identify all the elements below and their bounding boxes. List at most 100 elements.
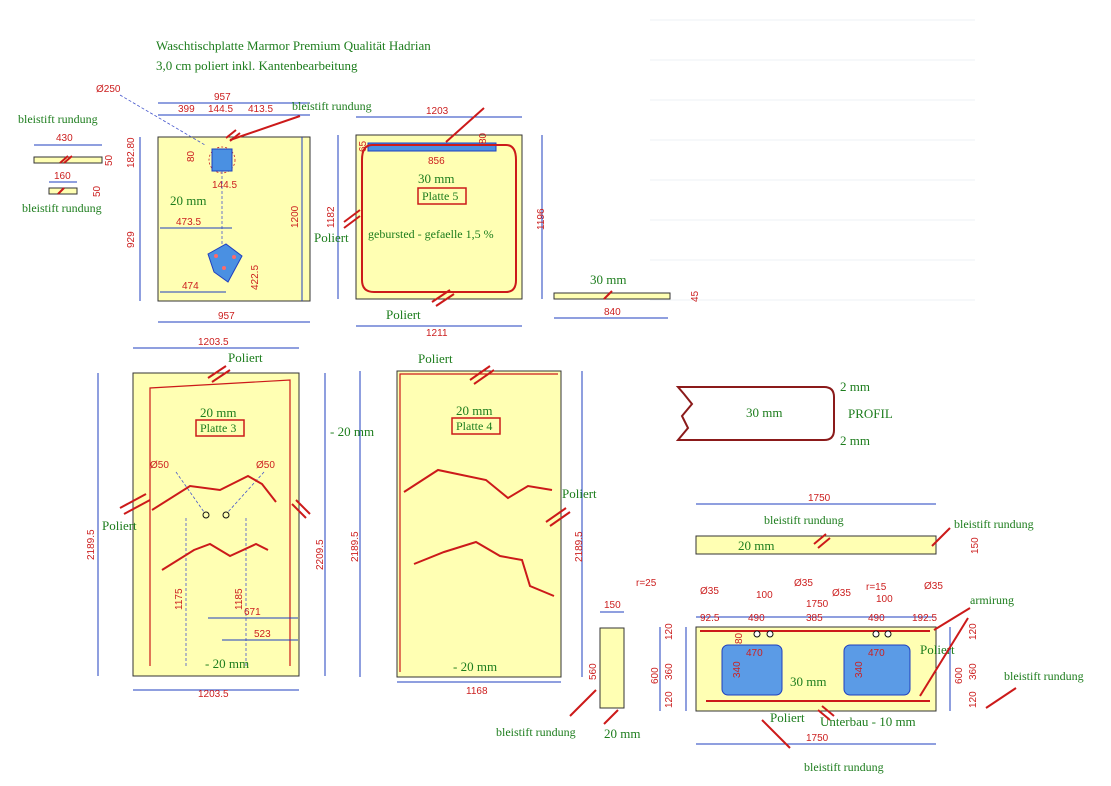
svg-text:Poliert: Poliert (920, 642, 955, 657)
svg-text:30 mm: 30 mm (746, 405, 782, 420)
svg-text:385: 385 (806, 613, 823, 624)
svg-text:2189.5: 2189.5 (574, 531, 585, 562)
svg-text:65: 65 (358, 140, 369, 152)
svg-text:100: 100 (756, 590, 773, 601)
background-grid (650, 19, 975, 301)
strip-840: 840 45 30 mm (553, 272, 701, 319)
svg-text:1211: 1211 (426, 328, 448, 339)
svg-text:2 mm: 2 mm (840, 433, 870, 448)
svg-text:929: 929 (126, 231, 137, 248)
svg-text:bleistift rundung: bleistift rundung (804, 760, 884, 774)
svg-text:20 mm: 20 mm (170, 193, 206, 208)
svg-text:80: 80 (478, 132, 489, 144)
svg-text:600: 600 (954, 667, 965, 684)
svg-text:Ø50: Ø50 (256, 460, 275, 471)
svg-text:120: 120 (968, 691, 979, 708)
svg-text:600: 600 (650, 667, 661, 684)
svg-text:bleistift rundung: bleistift rundung (496, 725, 576, 739)
svg-text:360: 360 (664, 663, 675, 680)
svg-text:1168: 1168 (466, 686, 488, 697)
svg-text:340: 340 (732, 661, 743, 678)
svg-text:Poliert: Poliert (770, 710, 805, 725)
svg-text:413.5: 413.5 (248, 104, 273, 115)
slab-top-left: 957 399 144.5 413.5 Ø250 144.5 80 473.5 … (96, 84, 372, 323)
svg-text:armirung: armirung (970, 593, 1014, 607)
svg-text:422.5: 422.5 (250, 265, 261, 290)
svg-text:bleistift rundung: bleistift rundung (292, 99, 372, 113)
svg-text:470: 470 (868, 648, 885, 659)
svg-text:gebursted - gefaelle 1,5 %: gebursted - gefaelle 1,5 % (368, 227, 494, 241)
svg-text:120: 120 (664, 623, 675, 640)
svg-text:Ø50: Ø50 (150, 460, 169, 471)
svg-text:2 mm: 2 mm (840, 379, 870, 394)
svg-text:Ø35: Ø35 (924, 581, 943, 592)
svg-text:340: 340 (854, 661, 865, 678)
svg-text:92.5: 92.5 (700, 613, 720, 624)
svg-text:1175: 1175 (174, 588, 185, 610)
svg-text:1750: 1750 (808, 493, 831, 504)
svg-text:430: 430 (56, 133, 73, 144)
svg-text:50: 50 (104, 154, 115, 166)
svg-text:100: 100 (876, 594, 893, 605)
svg-text:Poliert: Poliert (386, 307, 421, 322)
svg-text:360: 360 (968, 663, 979, 680)
svg-text:144.5: 144.5 (212, 180, 237, 191)
svg-text:Ø250: Ø250 (96, 84, 121, 95)
svg-text:bleistift rundung: bleistift rundung (1004, 669, 1084, 683)
svg-text:160: 160 (54, 171, 71, 182)
svg-text:30 mm: 30 mm (790, 674, 826, 689)
svg-text:20 mm: 20 mm (738, 538, 774, 553)
title-line-1: Waschtischplatte Marmor Premium Qualität… (156, 38, 431, 53)
svg-text:1203.5: 1203.5 (198, 337, 229, 348)
small-strip-430: 430 50 bleistift rundung (18, 112, 115, 166)
slab-platte-5: 1203 856 65 80 1182 1196 1211 30 mm Plat… (314, 106, 547, 339)
svg-text:957: 957 (214, 92, 231, 103)
svg-text:Ø35: Ø35 (794, 578, 813, 589)
svg-text:1750: 1750 (806, 599, 829, 610)
svg-text:1196: 1196 (536, 208, 547, 230)
svg-text:Ø35: Ø35 (832, 588, 851, 599)
side-strip-560: 150 560 20 mm bleistift rundung (496, 600, 640, 741)
svg-text:Platte 5: Platte 5 (422, 189, 458, 203)
svg-text:Poliert: Poliert (314, 230, 349, 245)
svg-text:bleistift rundung: bleistift rundung (22, 201, 102, 215)
slab-platte-4: 2189.5 2189.5 1168 Poliert 20 mm Platte … (350, 351, 597, 697)
svg-text:Poliert: Poliert (228, 350, 263, 365)
svg-text:1182: 1182 (326, 206, 337, 228)
svg-text:Poliert: Poliert (102, 518, 137, 533)
svg-text:- 20 mm: - 20 mm (330, 424, 374, 439)
svg-text:856: 856 (428, 156, 445, 167)
svg-text:2189.5: 2189.5 (86, 529, 97, 560)
svg-text:bleistift rundung: bleistift rundung (954, 517, 1034, 531)
svg-text:Poliert: Poliert (418, 351, 453, 366)
svg-text:80: 80 (734, 632, 745, 644)
svg-text:192.5: 192.5 (912, 613, 937, 624)
svg-text:Unterbau - 10 mm: Unterbau - 10 mm (820, 714, 916, 729)
svg-text:150: 150 (970, 537, 981, 554)
slab-platte-3: 1203.5 1203.5 2189.5 2209.5 Ø50 Ø50 1175… (86, 337, 374, 700)
svg-text:30 mm: 30 mm (418, 171, 454, 186)
svg-text:Ø35: Ø35 (700, 586, 719, 597)
svg-text:bleistift rundung: bleistift rundung (764, 513, 844, 527)
svg-text:2209.5: 2209.5 (315, 539, 326, 570)
svg-text:120: 120 (664, 691, 675, 708)
svg-text:20 mm: 20 mm (456, 403, 492, 418)
profile-drawing: 30 mm 2 mm PROFIL 2 mm (675, 379, 893, 448)
svg-text:2189.5: 2189.5 (350, 531, 361, 562)
svg-text:473.5: 473.5 (176, 217, 201, 228)
svg-text:r=25: r=25 (636, 578, 657, 589)
svg-text:1203.5: 1203.5 (198, 689, 229, 700)
svg-text:957: 957 (218, 311, 235, 322)
svg-text:1200: 1200 (290, 205, 301, 228)
svg-text:20 mm: 20 mm (604, 726, 640, 741)
svg-text:182.80: 182.80 (126, 137, 137, 168)
svg-text:20 mm: 20 mm (200, 405, 236, 420)
svg-text:150: 150 (604, 600, 621, 611)
svg-text:30 mm: 30 mm (590, 272, 626, 287)
svg-text:45: 45 (690, 290, 701, 302)
svg-text:Platte 4: Platte 4 (456, 419, 492, 433)
small-strip-160: 160 50 bleistift rundung (22, 171, 103, 215)
svg-text:- 20 mm: - 20 mm (205, 656, 249, 671)
svg-text:Platte 3: Platte 3 (200, 421, 236, 435)
